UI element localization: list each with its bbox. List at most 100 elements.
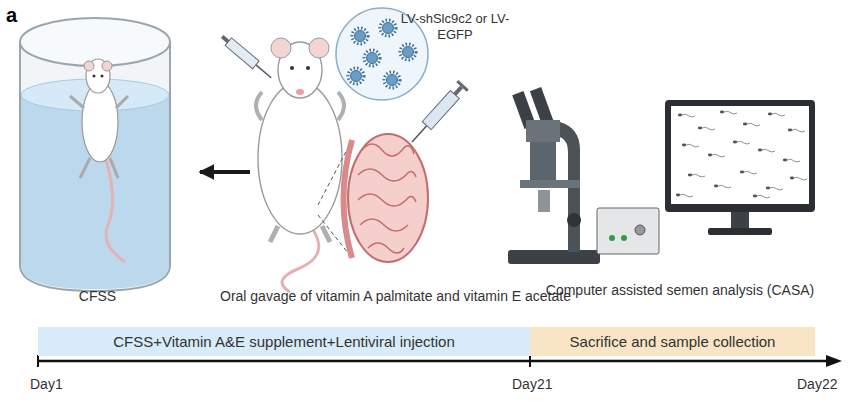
panel-letter: a [6,4,17,27]
sperm-cells [733,141,750,144]
injection-syringe [422,90,459,129]
sperm-cells [714,185,731,188]
lentivirus-circle [364,50,380,66]
beaker-panel: CFSS [15,5,200,310]
injection-syringe [407,80,469,147]
swimming-rat [102,61,112,71]
band-text: CFSS+Vitamin A&E supplement+Lentiviral i… [38,327,530,356]
timeline-axis [38,355,842,367]
sperm-cells [768,113,785,116]
injection-syringe [453,86,463,96]
control-box [597,208,659,254]
microscope [526,120,560,142]
control-box [609,235,615,241]
phase-band: Sacrifice and sample collection [530,327,815,356]
beaker [20,42,170,291]
sperm-cells [743,123,760,126]
sperm-cells [783,159,800,162]
testis [358,144,416,253]
monitor [731,212,749,230]
monitor [665,100,815,235]
lentivirus-circle [400,44,416,60]
microscope [538,190,550,212]
control-box [621,235,627,241]
gavage-syringe [256,65,271,78]
microscope [508,87,600,264]
lentivirus-circle [384,72,400,88]
beaker [20,18,170,291]
gavage-syringe [225,38,259,69]
gavage-rat [290,66,294,70]
microscope [567,213,581,227]
timeline-axis [826,355,842,367]
injection-syringe [412,126,427,142]
dashed-leader [318,140,352,258]
gavage-panel: LV-shSlc9c2 or LV-EGFPOral gavage of vit… [250,5,505,310]
sperm-cells [758,149,775,152]
gavage-rat [271,38,291,58]
timeline-axis [529,355,531,367]
gavage-rat [306,66,310,70]
sperm-cells [740,171,757,174]
sperm-cells [790,177,807,180]
phase-band: CFSS+Vitamin A&E supplement+Lentiviral i… [38,327,530,356]
swimming-rat [70,59,128,262]
sperm-cells [720,111,737,114]
gavage-rat [282,228,319,292]
monitor [671,106,809,204]
gavage-syringe [221,35,230,43]
sperm-cells [788,129,805,132]
day-label: Day21 [512,376,552,392]
day-label: Day22 [797,376,837,392]
testis [344,140,353,258]
casa-panel: Computer assisted semen analysis (CASA) [500,5,815,310]
microscope [530,140,556,180]
gavage-rat [296,89,304,95]
gavage-rat [258,82,342,234]
monitor [665,100,815,212]
gavage-rat [309,38,329,58]
panel-caption: LV-shSlc9c2 or LV-EGFP [400,11,510,44]
panel-caption: Computer assisted semen analysis (CASA) [520,282,840,300]
monitor [708,228,772,235]
gavage-syringe [219,33,274,82]
timeline-axis [38,360,832,363]
swimming-rat [82,82,118,162]
flow-arrow [200,170,250,174]
sperm-cells [688,174,705,177]
swimming-rat [101,75,104,78]
gavage-rat [256,38,344,292]
sperm-cells [753,195,770,198]
control-box [635,225,645,235]
lentivirus-circle [352,28,368,44]
day-label: Day1 [30,376,63,392]
lentivirus-circle [348,68,364,84]
testis [344,134,429,262]
testis [348,134,428,262]
gavage-rat [256,92,344,120]
lentivirus-circle [380,20,396,36]
timeline-axis [37,355,39,367]
gavage-rat [270,226,330,242]
panel-caption: CFSS [15,288,180,306]
swimming-rat [84,61,94,71]
sperm-cells [676,194,693,197]
sperm-cells [698,127,715,130]
sperm-cells [676,111,807,198]
panel-caption: Oral gavage of vitamin A palmitate and v… [220,288,530,306]
swimming-rat [70,96,128,178]
microscope [520,180,580,188]
dashed-leader [318,140,352,258]
swimming-rat [93,75,96,78]
band-text: Sacrifice and sample collection [530,327,815,356]
sperm-cells [682,144,699,147]
beaker [20,18,170,66]
sperm-cells [708,154,725,157]
sperm-cells [766,187,783,190]
microscope [508,250,600,264]
injection-syringe [456,80,468,92]
sperm-cells [678,114,695,117]
control-box [597,208,659,254]
